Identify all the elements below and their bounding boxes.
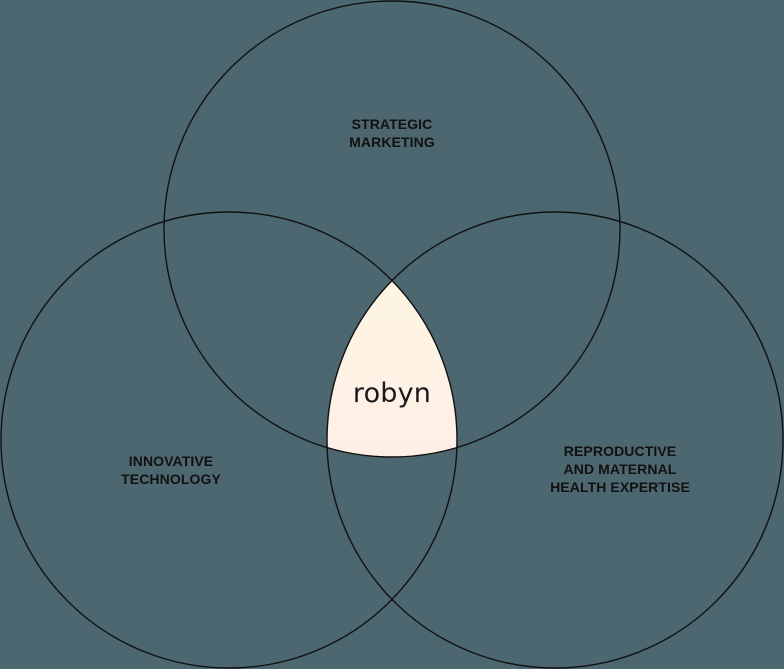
- label-line: INNOVATIVE: [128, 453, 214, 469]
- label-line: HEALTH EXPERTISE: [550, 479, 690, 495]
- label-line: AND MATERNAL: [563, 461, 677, 477]
- label-line: REPRODUCTIVE: [563, 443, 677, 459]
- label-innovative-technology: INNOVATIVE TECHNOLOGY: [71, 452, 271, 488]
- circle-maternal-health: [326, 211, 784, 669]
- label-line: STRATEGIC: [351, 116, 433, 132]
- label-strategic-marketing: STRATEGIC MARKETING: [292, 115, 492, 151]
- label-maternal-health: REPRODUCTIVE AND MATERNAL HEALTH EXPERTI…: [520, 442, 720, 496]
- circle-innovative-technology: [0, 211, 458, 669]
- brand-logo-text: robyn: [352, 378, 432, 409]
- circle-strategic-marketing: [163, 0, 621, 458]
- label-line: MARKETING: [349, 134, 435, 150]
- center-intersection: [327, 212, 457, 457]
- label-line: TECHNOLOGY: [121, 471, 221, 487]
